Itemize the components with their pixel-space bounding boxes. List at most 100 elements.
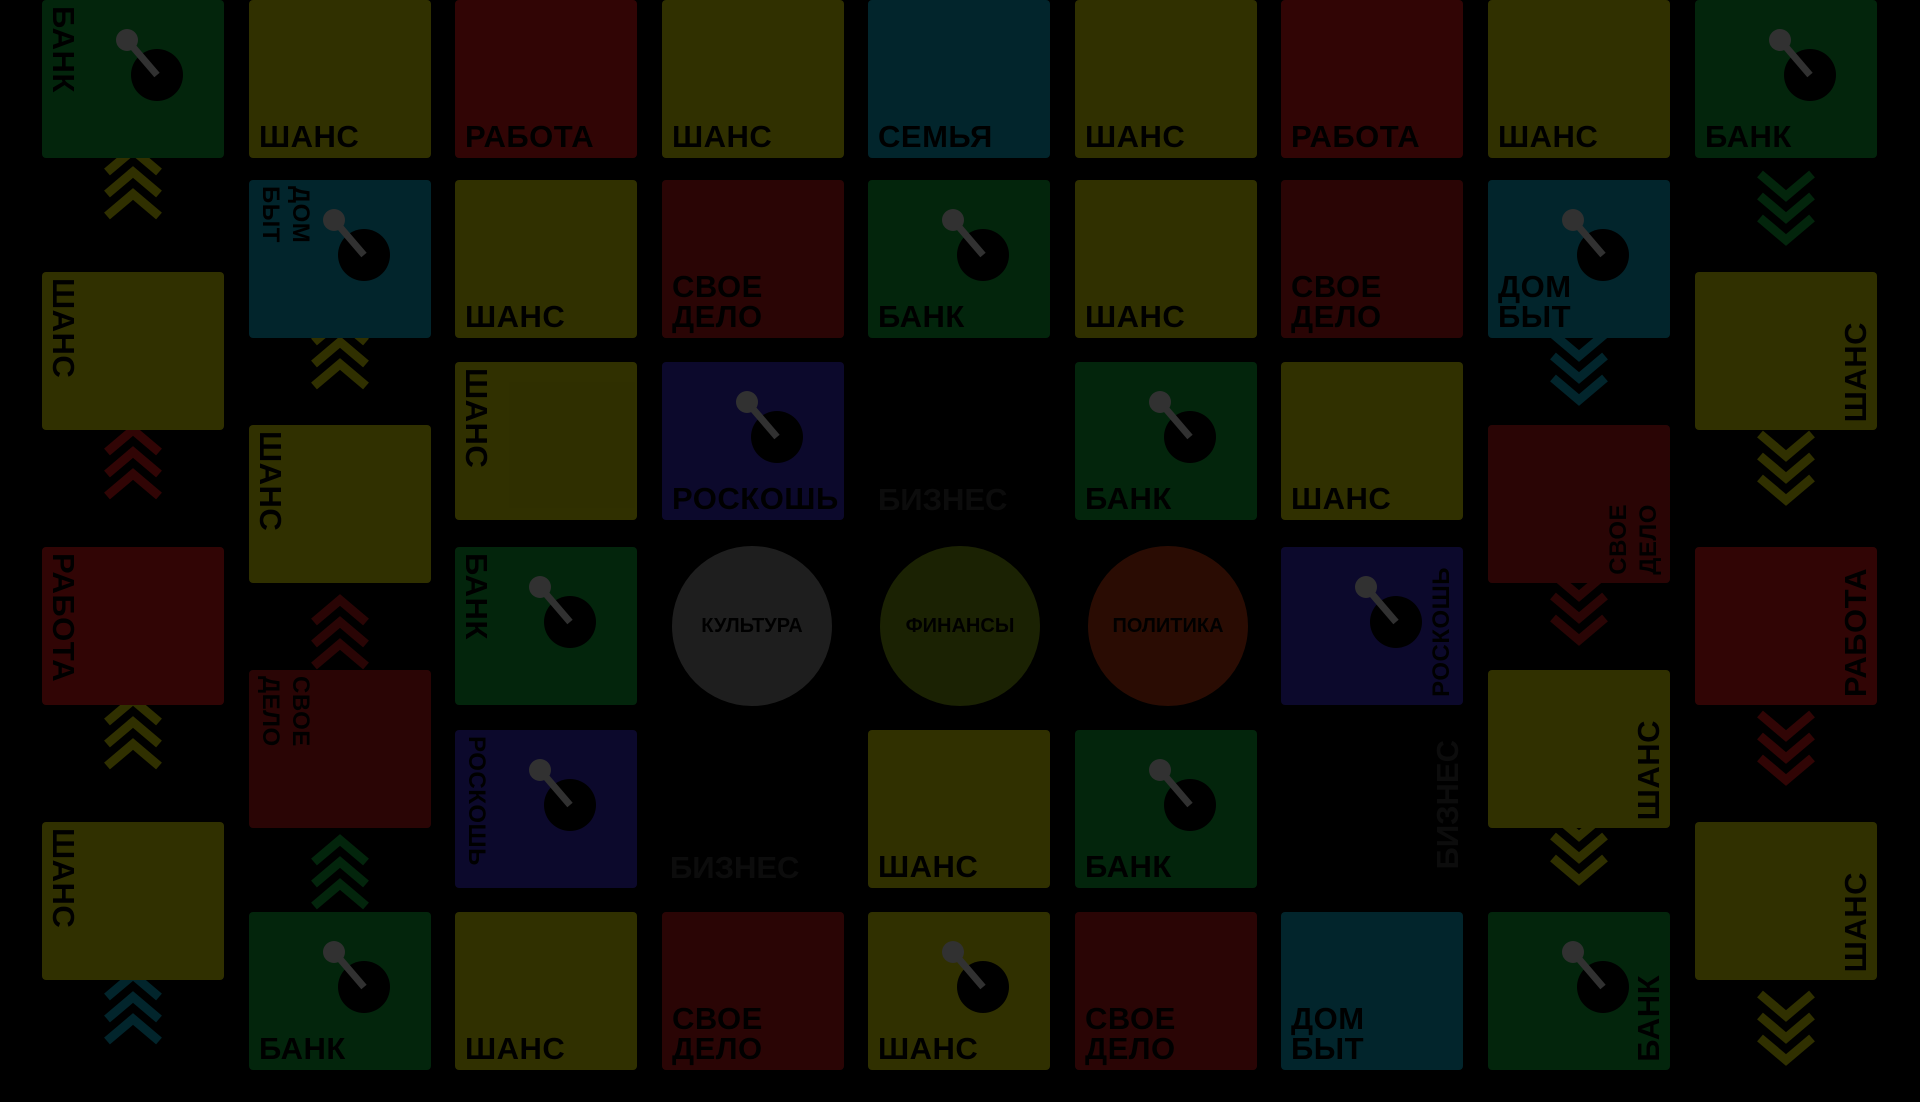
joystick-icon — [1149, 759, 1216, 831]
business-label-top: БИЗНЕС — [878, 482, 1008, 517]
tile-label: СЕМЬЯ — [878, 119, 993, 154]
tile-label: ШАНС — [1838, 321, 1873, 422]
joystick-icon — [1562, 941, 1629, 1013]
tile-label: СВОЕ ДЕЛО — [672, 1001, 763, 1066]
chevron-marker — [104, 1013, 162, 1045]
chevron-marker — [1757, 710, 1815, 742]
tile-chance[interactable]: ШАНС — [1488, 0, 1670, 158]
tile-label: ШАНС — [465, 1031, 566, 1066]
tile-label: РАБОТА — [1291, 119, 1421, 154]
tile-label: ДОМ БЫТ — [1291, 1001, 1365, 1066]
chevron-marker — [104, 738, 162, 770]
chevron-marker — [311, 878, 369, 910]
joystick-icon — [323, 209, 390, 281]
tile-chance[interactable]: ШАНС — [1075, 0, 1257, 158]
tile-label: ШАНС — [459, 368, 494, 469]
tile-bank[interactable]: БАНК — [1488, 912, 1670, 1070]
tile-chance[interactable]: ШАНС — [42, 822, 224, 980]
joystick-icon — [116, 29, 183, 101]
tile-work[interactable]: РАБОТА — [1695, 547, 1877, 705]
tile-label: БАНК — [878, 299, 965, 334]
politics-hub-label: ПОЛИТИКА — [1112, 614, 1224, 637]
tile-chance[interactable]: ШАНС — [1075, 180, 1257, 338]
tile-chance[interactable]: ШАНС — [249, 425, 431, 583]
joystick-icon — [942, 209, 1009, 281]
tile-work[interactable]: РАБОТА — [455, 0, 637, 158]
tile-bank[interactable]: БАНК — [42, 0, 224, 158]
tile-label: БАНК — [1705, 119, 1792, 154]
tile-label: БАНК — [1085, 849, 1172, 884]
joystick-icon — [736, 391, 803, 463]
tile-business[interactable]: СВОЕ ДЕЛО — [1488, 425, 1670, 583]
tile-bank[interactable]: БАНК — [1075, 362, 1257, 520]
chevron-marker — [1757, 430, 1815, 462]
tile-label: ШАНС — [1838, 871, 1873, 972]
tile-label: БАНК — [459, 553, 494, 640]
tile-luxury[interactable]: РОСКОШЬ — [662, 362, 844, 520]
joystick-icon — [529, 576, 596, 648]
tile-family[interactable]: ДОМ БЫТ — [249, 180, 431, 338]
chevron-marker — [1757, 170, 1815, 202]
tile-label: ШАНС — [1085, 119, 1186, 154]
tile-work[interactable]: РАБОТА — [1281, 0, 1463, 158]
tile-business[interactable]: СВОЕ ДЕЛО — [662, 912, 844, 1070]
tile-label: РАБОТА — [465, 119, 595, 154]
chevron-marker — [1757, 990, 1815, 1022]
tile-bank[interactable]: БАНК — [249, 912, 431, 1070]
tile-bank[interactable]: БАНК — [455, 547, 637, 705]
tile-business[interactable]: СВОЕ ДЕЛО — [249, 670, 431, 828]
joystick-icon — [942, 941, 1009, 1013]
tile-chance[interactable]: ШАНС — [868, 912, 1050, 1070]
tile-chance[interactable]: ШАНС — [249, 0, 431, 158]
business-label-right: БИЗНЕС — [1430, 740, 1465, 870]
tile-chance[interactable]: ШАНС — [662, 0, 844, 158]
tile-chance[interactable]: ШАНС — [1695, 272, 1877, 430]
tile-label: РОСКОШЬ — [672, 481, 839, 516]
tile-label: ШАНС — [465, 299, 566, 334]
tile-chance[interactable]: ШАНС — [455, 362, 637, 520]
business-label-bottom: БИЗНЕС — [670, 850, 800, 885]
tile-chance[interactable]: ШАНС — [1281, 362, 1463, 520]
tile-chance[interactable]: ШАНС — [1488, 670, 1670, 828]
chevron-marker — [311, 358, 369, 390]
tile-label: СВОЕ ДЕЛО — [257, 676, 314, 747]
chevron-marker — [311, 638, 369, 670]
tile-chance[interactable]: ШАНС — [868, 730, 1050, 888]
tile-business[interactable]: СВОЕ ДЕЛО — [1075, 912, 1257, 1070]
tile-luxury[interactable]: РОСКОШЬ — [455, 730, 637, 888]
tile-label: ШАНС — [1085, 299, 1186, 334]
tile-label: ШАНС — [46, 828, 81, 929]
tile-bank[interactable]: БАНК — [1075, 730, 1257, 888]
tile-work[interactable]: РАБОТА — [42, 547, 224, 705]
finance-hub[interactable]: ФИНАНСЫ — [880, 546, 1040, 706]
joystick-icon — [1149, 391, 1216, 463]
tile-luxury[interactable]: РОСКОШЬ — [1281, 547, 1463, 705]
joystick-icon — [323, 941, 390, 1013]
tile-label: ДОМ БЫТ — [257, 186, 314, 244]
tile-family[interactable]: ДОМ БЫТ — [1281, 912, 1463, 1070]
tile-chance[interactable]: ШАНС — [455, 180, 637, 338]
tile-label: ШАНС — [1291, 481, 1392, 516]
tile-family[interactable]: СЕМЬЯ — [868, 0, 1050, 158]
tile-label: РОСКОШЬ — [463, 736, 490, 866]
tile-label: СВОЕ ДЕЛО — [1605, 504, 1662, 575]
tile-business[interactable]: СВОЕ ДЕЛО — [662, 180, 844, 338]
tile-label: ШАНС — [1631, 719, 1666, 820]
tile-chance[interactable]: ШАНС — [42, 272, 224, 430]
tile-family[interactable]: ДОМ БЫТ — [1488, 180, 1670, 338]
politics-hub[interactable]: ПОЛИТИКА — [1088, 546, 1248, 706]
joystick-icon — [1769, 29, 1836, 101]
tile-bank[interactable]: БАНК — [868, 180, 1050, 338]
culture-hub[interactable]: КУЛЬТУРА — [672, 546, 832, 706]
tile-bank[interactable]: БАНК — [1695, 0, 1877, 158]
tile-label: СВОЕ ДЕЛО — [672, 269, 763, 334]
tile-label: СВОЕ ДЕЛО — [1085, 1001, 1176, 1066]
joystick-icon — [1562, 209, 1629, 281]
joystick-icon — [529, 759, 596, 831]
tile-business[interactable]: СВОЕ ДЕЛО — [1281, 180, 1463, 338]
tile-chance[interactable]: ШАНС — [1695, 822, 1877, 980]
tile-label: ШАНС — [1498, 119, 1599, 154]
tile-chance[interactable]: ШАНС — [455, 912, 637, 1070]
tile-label: РАБОТА — [1838, 567, 1873, 697]
chevron-marker — [104, 188, 162, 220]
